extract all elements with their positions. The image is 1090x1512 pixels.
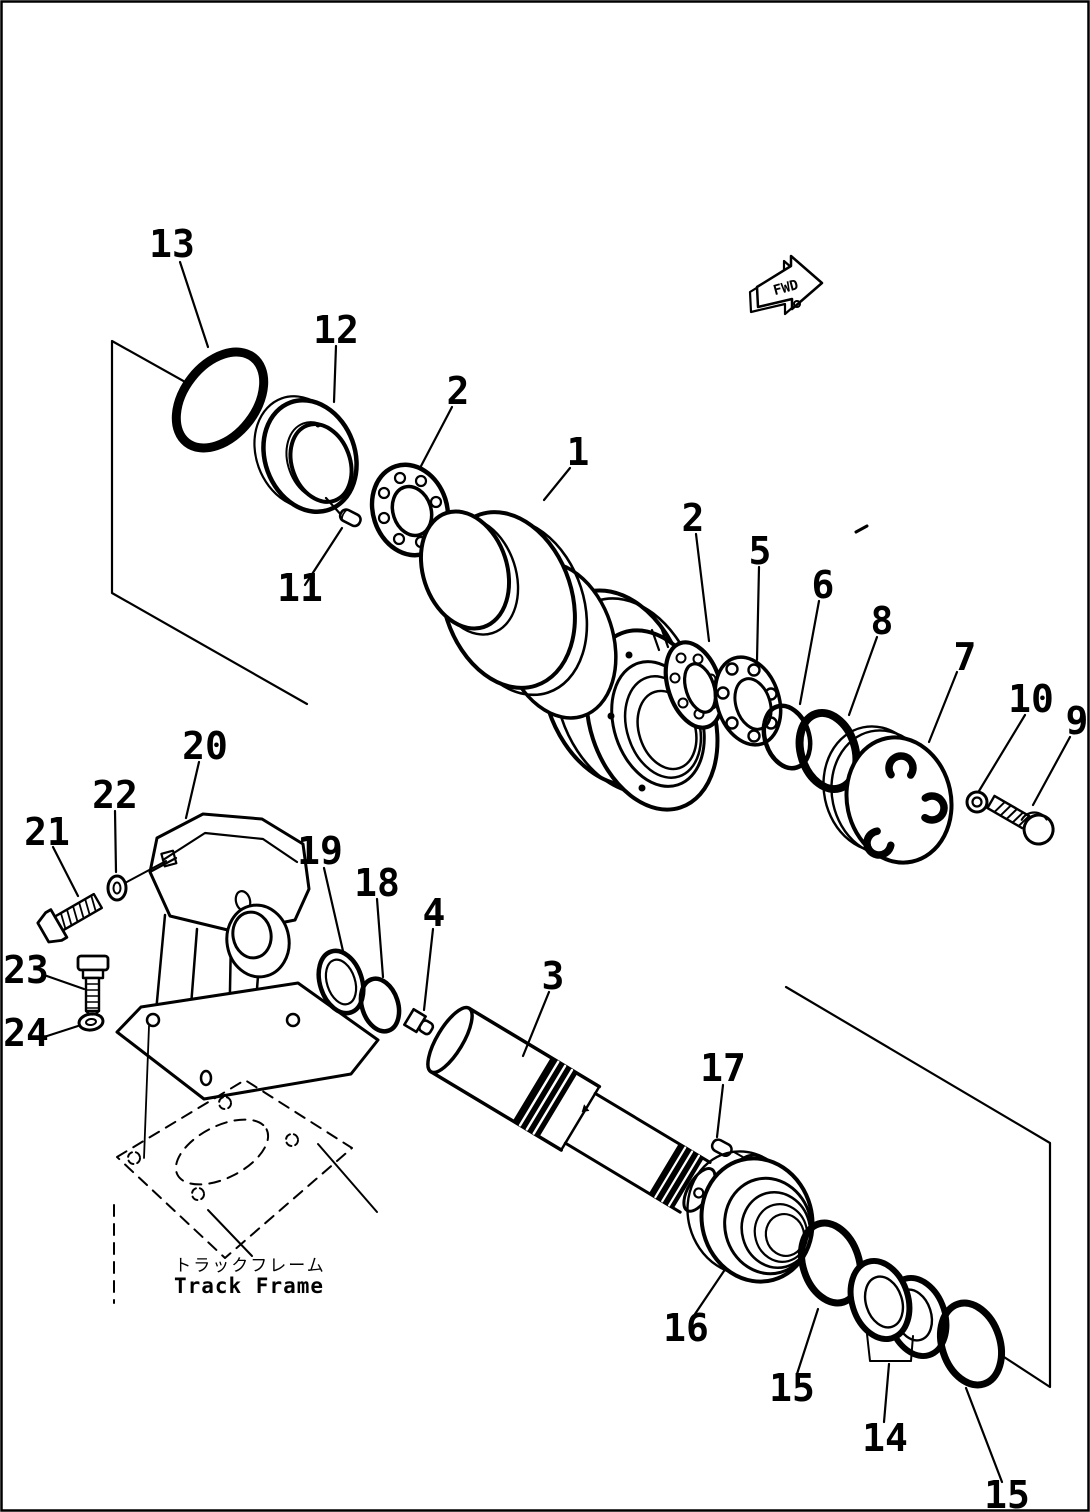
- callout-leader-5: [755, 565, 761, 662]
- part-16-collar: [686, 1150, 815, 1284]
- callout-label-19: 19: [297, 829, 343, 873]
- callout-label-16: 16: [663, 1306, 709, 1350]
- callout-leader-9: [1031, 735, 1072, 807]
- callout-leader-2: [418, 405, 454, 470]
- callout-leader-2: [694, 532, 711, 643]
- callout-label-2: 2: [682, 496, 705, 540]
- callout-label-15: 15: [769, 1366, 815, 1410]
- callout-leader-1: [542, 466, 572, 502]
- callout-label-6: 6: [812, 563, 835, 607]
- tick-mark: [854, 524, 869, 534]
- fwd-arrow-label: FWD: [772, 277, 801, 299]
- callout-label-11: 11: [277, 566, 323, 610]
- part-21-bolt: [36, 892, 104, 944]
- part-12-seal: [253, 395, 359, 519]
- callout-label-13: 13: [149, 222, 195, 266]
- part-18-oring: [358, 976, 402, 1034]
- callout-leader-21: [51, 845, 80, 898]
- part-20-bracket: [36, 812, 380, 1101]
- fwd-arrow-dot: [793, 300, 801, 308]
- part-15-oring-front: [798, 1219, 864, 1307]
- callout-leader-12: [332, 344, 338, 404]
- callout-label-14: 14: [862, 1416, 908, 1460]
- bracket-column: [154, 913, 260, 1044]
- bracket-base-flange: [115, 981, 380, 1101]
- fwd-arrow: FWD: [748, 254, 824, 316]
- part-24-washer: [77, 1012, 105, 1032]
- part-8-oring: [795, 708, 861, 794]
- callout-label-4: 4: [423, 891, 446, 935]
- part-6-oring: [761, 703, 813, 771]
- callout-label-10: 10: [1008, 677, 1054, 721]
- callout-leader-11: [303, 526, 344, 587]
- callout-leader-15: [964, 1386, 1004, 1484]
- callout-label-2: 2: [447, 369, 470, 413]
- callout-label-8: 8: [871, 599, 894, 643]
- callout-label-17: 17: [700, 1046, 746, 1090]
- boundary-lines: [110, 339, 1052, 1389]
- callout-label-23: 23: [3, 948, 49, 992]
- callout-leader-10: [977, 713, 1027, 793]
- bracket-clamp-block: [148, 812, 311, 934]
- callout-leader-6: [798, 599, 821, 706]
- callout-leader-15: [795, 1307, 820, 1376]
- track-frame-phantom: トラックフレーム Track Frame: [113, 1025, 378, 1304]
- callout-label-7: 7: [954, 635, 977, 679]
- callout-label-12: 12: [313, 308, 359, 352]
- part-7-cover: [822, 725, 954, 865]
- callout-label-3: 3: [542, 954, 565, 998]
- callout-leader-3: [521, 990, 551, 1058]
- callout-leader-24: [42, 1024, 80, 1039]
- part-22-washer: [106, 860, 167, 902]
- track-frame-label-en: Track Frame: [174, 1274, 324, 1298]
- callout-label-20: 20: [182, 724, 228, 768]
- part-4-plug: [403, 1007, 435, 1036]
- callout-leader-22: [113, 809, 118, 874]
- part-19-ring: [316, 948, 366, 1016]
- callout-leader-13: [178, 260, 210, 349]
- bracket-boss: [225, 903, 291, 979]
- part-11-pin: [338, 508, 362, 528]
- callout-label-1: 1: [567, 430, 590, 474]
- callout-label-21: 21: [24, 810, 70, 854]
- callout-label-15: 15: [984, 1473, 1030, 1512]
- callout-leader-8: [847, 635, 879, 717]
- callout-label-22: 22: [92, 773, 138, 817]
- part-13-oring: [171, 347, 269, 453]
- part-3-shaft: [426, 1005, 717, 1214]
- callout-leader-16: [693, 1266, 728, 1316]
- callout-label-24: 24: [3, 1011, 49, 1055]
- callout-leader-7: [927, 670, 959, 744]
- callout-leader-23: [42, 973, 86, 991]
- part-10-washer: [965, 790, 989, 814]
- part-2-bearing-left: [369, 462, 451, 558]
- callout-leader-19: [322, 866, 345, 953]
- callout-leader-4: [422, 927, 435, 1012]
- callout-label-5: 5: [749, 529, 772, 573]
- bracket-bore: [231, 910, 273, 960]
- part-2-bearing-right: [663, 640, 725, 730]
- callout-leader-17: [715, 1083, 725, 1139]
- part-15-oring-rear: [937, 1299, 1005, 1389]
- callout-leader-20: [184, 760, 201, 820]
- callout-label-18: 18: [354, 861, 400, 905]
- part-9-bolt: [986, 794, 1055, 846]
- track-frame-label-jp: トラックフレーム: [174, 1256, 326, 1276]
- callout-leader-18: [375, 897, 385, 979]
- part-14-seal-pair: [847, 1257, 950, 1362]
- callout-label-9: 9: [1066, 699, 1089, 743]
- callout-leader-14: [882, 1362, 891, 1424]
